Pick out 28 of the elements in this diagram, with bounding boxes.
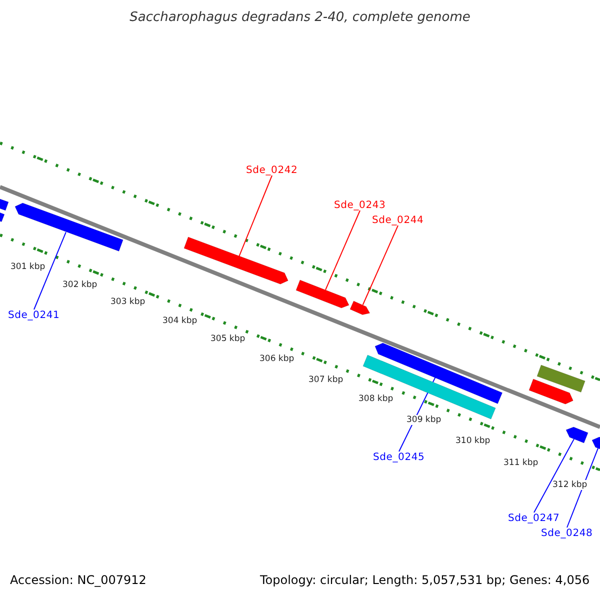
gene-label: Sde_0241 bbox=[8, 310, 60, 320]
leader-line bbox=[238, 175, 272, 257]
scale-label: 309 kbp bbox=[406, 415, 442, 425]
gene-label: Sde_0245 bbox=[373, 452, 425, 462]
gene-label: Sde_0248 bbox=[541, 528, 593, 538]
scale-label: 303 kbp bbox=[110, 297, 146, 307]
scale-label: 305 kbp bbox=[210, 334, 246, 344]
scale-label: 312 kbp bbox=[552, 480, 588, 490]
scale-label: 304 kbp bbox=[162, 316, 198, 326]
scale-label: 311 kbp bbox=[504, 458, 538, 468]
scale-label: 307 kbp bbox=[308, 375, 344, 385]
scale-label: 302 kbp bbox=[62, 280, 98, 290]
gene-label: Sde_0243 bbox=[334, 200, 386, 210]
scale-label: 308 kbp bbox=[358, 394, 394, 404]
scale-label: 310 kbp bbox=[456, 436, 490, 446]
footer-note: Accession: NC_007912 bbox=[10, 573, 146, 587]
gene-label: Sde_0244 bbox=[372, 214, 424, 226]
gene-label: Sde_0247 bbox=[508, 512, 560, 524]
leader-line bbox=[34, 232, 66, 310]
leader-line bbox=[534, 438, 574, 513]
scale-label: 306 kbp bbox=[260, 354, 294, 364]
title: Saccharophagus degradans 2-40, complete genome bbox=[128, 10, 472, 25]
scale-label: 301 kbp bbox=[10, 262, 46, 272]
leader-line bbox=[362, 225, 398, 306]
footer-note: Topology: circular; Length: 5,057,531 bp; Genes: 4,056 bbox=[260, 573, 590, 587]
gene-label: Sde_0242 bbox=[246, 164, 298, 176]
leader-line bbox=[325, 210, 360, 290]
leader-line bbox=[566, 448, 599, 528]
